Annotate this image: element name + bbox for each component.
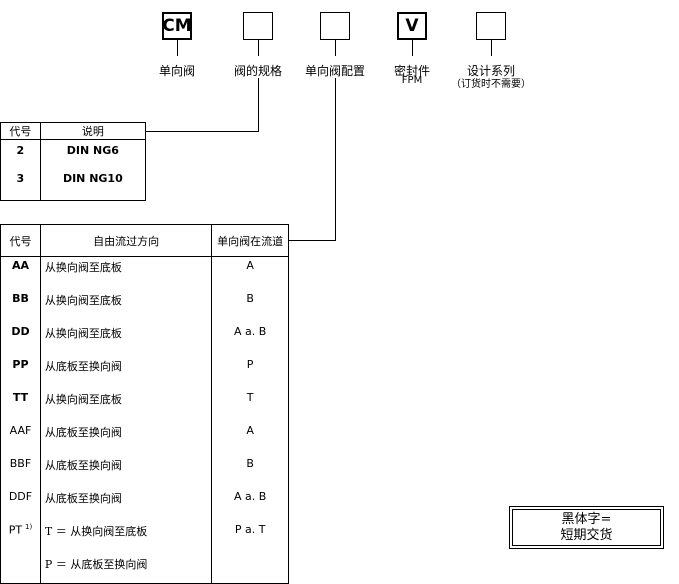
size-table-header-code: 代号 xyxy=(0,122,41,140)
config-code: AA xyxy=(0,256,41,288)
label-seal-sub: FPM xyxy=(401,75,423,86)
label-design-series-sub: （订货时不需要） xyxy=(451,79,531,90)
config-code-text: TT xyxy=(12,391,29,404)
config-direction: P ＝ 从底板至换向阀 xyxy=(39,552,213,584)
size-desc: DIN NG6 xyxy=(39,139,147,170)
config-port: A xyxy=(211,256,289,288)
size-desc: DIN NG10 xyxy=(39,170,147,201)
table-row: P ＝ 从底板至换向阀 xyxy=(0,552,289,584)
config-direction: 从换向阀至底板 xyxy=(39,288,213,321)
config-port: A a. B xyxy=(211,486,289,519)
config-direction: 从底板至换向阀 xyxy=(39,486,213,519)
config-port: A xyxy=(211,420,289,453)
leader-config-vertical xyxy=(335,78,336,241)
footnote-marker: 1) xyxy=(25,523,33,531)
config-code-text: PP xyxy=(12,358,29,371)
config-direction: T ＝ 从换向阀至底板 xyxy=(39,519,213,552)
label-valve-size: 阀的规格 xyxy=(233,64,283,78)
config-port: P a. T xyxy=(211,519,289,552)
config-code: BBF xyxy=(0,453,41,486)
config-port: P xyxy=(211,354,289,387)
config-port: B xyxy=(211,453,289,486)
config-code-text: PT xyxy=(8,523,23,537)
legend-line-1: 黑体字= xyxy=(561,511,612,527)
config-code: AAF xyxy=(0,420,41,453)
label-check-valve: 单向阀 xyxy=(158,64,196,78)
code-box-size xyxy=(243,12,273,40)
code-box-series xyxy=(476,12,506,40)
leader-size-vertical xyxy=(258,78,259,132)
table-row: 3 DIN NG10 xyxy=(0,170,147,201)
config-code xyxy=(0,552,41,584)
config-code: TT xyxy=(0,387,41,420)
connector-cm xyxy=(177,40,178,56)
config-table-header-port: 单向阀在流道 xyxy=(211,224,289,257)
legend-line-2: 短期交货 xyxy=(560,527,613,543)
config-code-text: DDF xyxy=(8,490,33,503)
config-direction: 从底板至换向阀 xyxy=(39,354,213,387)
config-table-header-code: 代号 xyxy=(0,224,41,257)
size-code: 3 xyxy=(0,170,41,201)
config-code-text: AAF xyxy=(9,424,32,437)
connector-series xyxy=(491,40,492,56)
size-table: 代号 说明 2 DIN NG6 3 DIN NG10 xyxy=(0,122,147,201)
config-code: PP xyxy=(0,354,41,387)
config-port xyxy=(211,552,289,584)
config-code-text: AA xyxy=(11,259,29,272)
table-row: 2 DIN NG6 xyxy=(0,139,147,170)
config-direction: 从换向阀至底板 xyxy=(39,321,213,354)
config-port: B xyxy=(211,288,289,321)
config-code: BB xyxy=(0,288,41,321)
config-port: A a. B xyxy=(211,321,289,354)
config-code-text: BBF xyxy=(9,457,32,470)
config-code-text: DD xyxy=(11,325,30,338)
config-direction: 从换向阀至底板 xyxy=(39,387,213,420)
legend-inner: 黑体字= 短期交货 xyxy=(512,509,661,546)
leader-config-horizontal xyxy=(288,240,336,241)
config-code: DD xyxy=(0,321,41,354)
code-box-config xyxy=(320,12,350,40)
label-design-series: 设计系列 xyxy=(466,64,516,78)
config-code: DDF xyxy=(0,486,41,519)
config-table-header-direction: 自由流过方向 xyxy=(39,224,213,257)
size-code: 2 xyxy=(0,139,41,170)
connector-seal xyxy=(412,40,413,56)
config-direction: 从换向阀至底板 xyxy=(39,256,213,288)
leader-size-horizontal xyxy=(145,131,259,132)
label-seal: 密封件 xyxy=(393,64,431,78)
config-port: T xyxy=(211,387,289,420)
code-box-cm: CM xyxy=(162,12,192,40)
label-valve-config: 单向阀配置 xyxy=(304,64,366,78)
config-direction: 从底板至换向阀 xyxy=(39,420,213,453)
code-box-seal: V xyxy=(397,12,427,40)
legend-box: 黑体字= 短期交货 xyxy=(509,506,664,549)
connector-size xyxy=(258,40,259,56)
size-table-header-desc: 说明 xyxy=(39,122,147,140)
connector-config xyxy=(335,40,336,56)
config-code-text: BB xyxy=(12,292,29,305)
config-direction: 从底板至换向阀 xyxy=(39,453,213,486)
